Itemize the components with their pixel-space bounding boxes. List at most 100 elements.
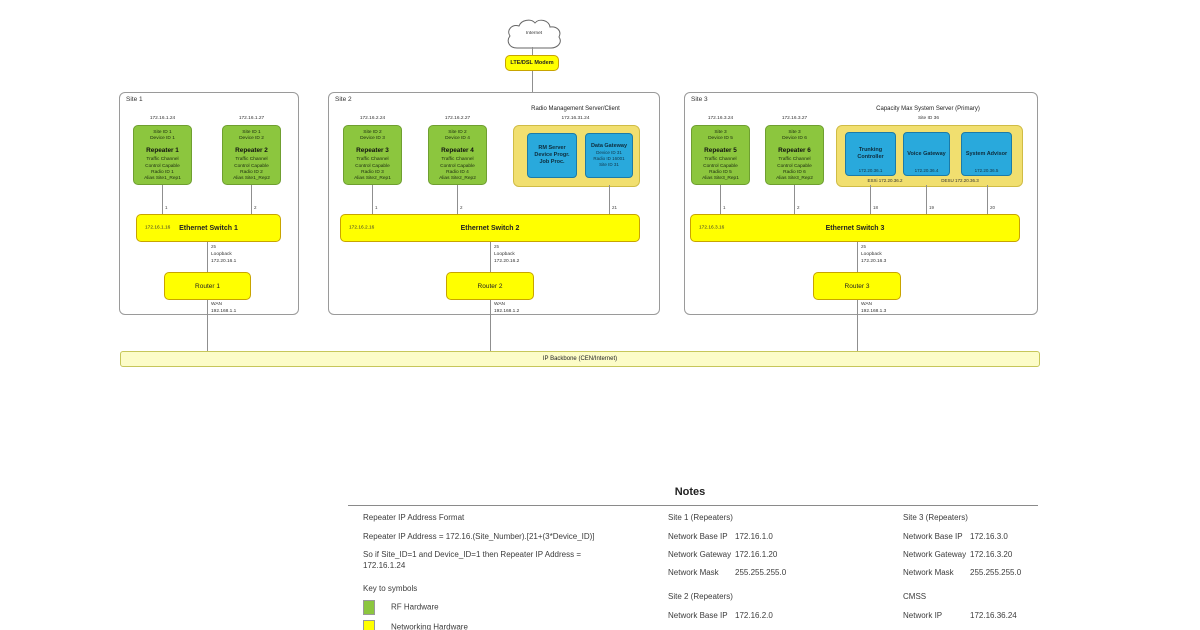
repeater2-site-id: Site ID 1: [242, 130, 261, 135]
switch1-bottom-port: 25: [211, 244, 217, 249]
cmss-site-id: Site ID 36: [917, 116, 940, 121]
voice-gateway-ip: 172.20.36.4: [914, 168, 939, 173]
voice-gateway-name: Voice Gateway: [907, 150, 946, 157]
lte-dsl-modem-box: LTE/DSL Modem: [505, 55, 559, 71]
loopback-label: Loopback: [494, 252, 515, 257]
site2-title: Site 2: [335, 96, 352, 103]
connector: [720, 185, 721, 214]
notes-middle-column: Site 1 (Repeaters) Network Base IP 172.16…: [668, 513, 883, 630]
switch2-port: 2: [460, 205, 463, 210]
connector-cloud-modem: [532, 47, 533, 55]
switch1-port: 1: [165, 205, 168, 210]
repeater4-box: Site ID 2 Device ID 4 Repeater 4 Traffic…: [428, 125, 487, 185]
repeater5-line: Radio ID 5: [709, 169, 732, 175]
wan-label: WAN: [494, 302, 506, 307]
repeater4-ip: 172.16.2.27: [444, 116, 471, 121]
site1-repeaters-title: Site 1 (Repeaters): [668, 513, 733, 522]
cmss-notes-title: CMSS: [903, 592, 927, 601]
switch1-port: 2: [254, 205, 257, 210]
rm-server-line: Device Progr.: [534, 152, 570, 158]
data-gateway-line: Radio ID 16001: [593, 156, 625, 162]
connector: [372, 185, 373, 214]
repeater3-ip: 172.16.2.24: [359, 116, 386, 121]
system-advisor-name: System Advisor: [965, 150, 1008, 157]
key-item-networking: Networking Hardware: [363, 620, 658, 630]
repeater2-line: Traffic Channel: [235, 157, 268, 163]
switch2-port: 21: [612, 205, 618, 210]
repeater2-line: Control Capable: [234, 163, 269, 169]
repeater-ip-format-title: Repeater IP Address Format: [363, 513, 465, 522]
switch2-ip: 172.16.2.16: [349, 225, 375, 231]
repeater3-line: Radio ID 3: [361, 169, 384, 175]
repeater6-ip: 172.16.3.27: [781, 116, 808, 121]
repeater3-box: Site ID 2 Device ID 3 Repeater 3 Traffic…: [343, 125, 402, 185]
ethernet-switch2-box: 172.16.2.16 Ethernet Switch 2: [340, 214, 640, 242]
note-label: Network Gateway: [668, 550, 732, 559]
rm-server-line: RM Server: [538, 145, 566, 151]
switch3-port: 2: [797, 205, 800, 210]
switch3-bottom-port: 25: [861, 244, 867, 249]
connector: [207, 300, 208, 351]
note-value: 172.16.2.0: [735, 611, 773, 620]
note-label: Network Base IP: [668, 611, 728, 620]
note-label: Network Base IP: [668, 532, 728, 541]
trunking-controller-name: Trunking Controller: [857, 147, 884, 160]
repeater4-line: Control Capable: [440, 163, 475, 169]
backbone-label: IP Backbone (CEN/Internet): [542, 356, 618, 362]
repeater5-line: Alias Site3_Rep1: [702, 176, 739, 182]
loopback-ip: 172.20.16.2: [494, 258, 520, 264]
repeater6-line: Traffic Channel: [778, 157, 811, 163]
repeater6-line: Control Capable: [777, 163, 812, 169]
note-value: 172.16.3.20: [970, 550, 1013, 559]
repeater3-line: Traffic Channel: [356, 157, 389, 163]
rm-server-line: Job Proc.: [539, 159, 565, 165]
notes-left-column: Repeater IP Address Format Repeater IP A…: [363, 513, 658, 630]
router3-box: Router 3: [813, 272, 901, 300]
repeater3-line: Alias Site2_Rep1: [354, 176, 391, 182]
router3-label: Router 3: [844, 282, 870, 290]
wan-ip: 192.168.1.1: [211, 308, 237, 314]
loopback-label: Loopback: [211, 252, 232, 257]
repeater4-line: Radio ID 4: [446, 169, 469, 175]
connector: [457, 185, 458, 214]
site1-loopback: Loopback 172.20.16.1: [211, 252, 236, 265]
cmss-desu-label: DESU 172.20.36.3: [941, 177, 979, 183]
repeater3-device-id: Device ID 3: [360, 136, 385, 142]
note-value: 172.16.1.0: [735, 532, 773, 541]
switch1-ip: 172.16.1.16: [145, 225, 171, 231]
note-row: Network Base IP 172.16.2.0: [668, 611, 883, 620]
repeater2-device-id: Device ID 2: [239, 136, 264, 142]
ethernet-switch3-box: 172.16.3.16 Ethernet Switch 3: [690, 214, 1020, 242]
connector: [251, 185, 252, 214]
repeater5-name: Repeater 5: [704, 147, 737, 155]
connector: [490, 242, 491, 272]
note-value: 255.255.255.0: [735, 568, 787, 577]
system-advisor-box: System Advisor 172.20.36.5: [961, 132, 1012, 176]
switch3-port: 20: [990, 205, 996, 210]
repeater4-site-id: Site ID 2: [448, 130, 467, 135]
repeater1-line: Alias Site1_Rep1: [144, 176, 181, 182]
repeater6-box: Site 3 Device ID 6 Repeater 6 Traffic Ch…: [765, 125, 824, 185]
repeater2-ip: 172.16.1.27: [238, 116, 265, 121]
repeater3-name: Repeater 3: [356, 147, 389, 155]
repeater1-ip: 172.16.1.24: [149, 116, 176, 121]
connector: [609, 185, 610, 214]
data-gateway-line: Device ID 31: [596, 150, 622, 156]
rm-server-ip: 172.16.31.24: [561, 116, 590, 121]
connector: [207, 242, 208, 272]
repeater1-site-id: Site ID 1: [153, 130, 172, 135]
repeater2-line: Radio ID 2: [240, 169, 263, 175]
cmss-esxi-label: ESXi 172.20.36.2: [867, 177, 903, 183]
internet-label: Internet: [525, 31, 543, 36]
connector: [870, 185, 871, 214]
switch3-port: 19: [929, 205, 935, 210]
trunking-controller-box: Trunking Controller 172.20.36.1: [845, 132, 896, 176]
site2-wan: WAN 192.168.1.2: [494, 302, 519, 315]
loopback-label: Loopback: [861, 252, 882, 257]
site2-repeaters-title: Site 2 (Repeaters): [668, 592, 733, 601]
repeater6-line: Alias Site3_Rep2: [776, 176, 813, 182]
